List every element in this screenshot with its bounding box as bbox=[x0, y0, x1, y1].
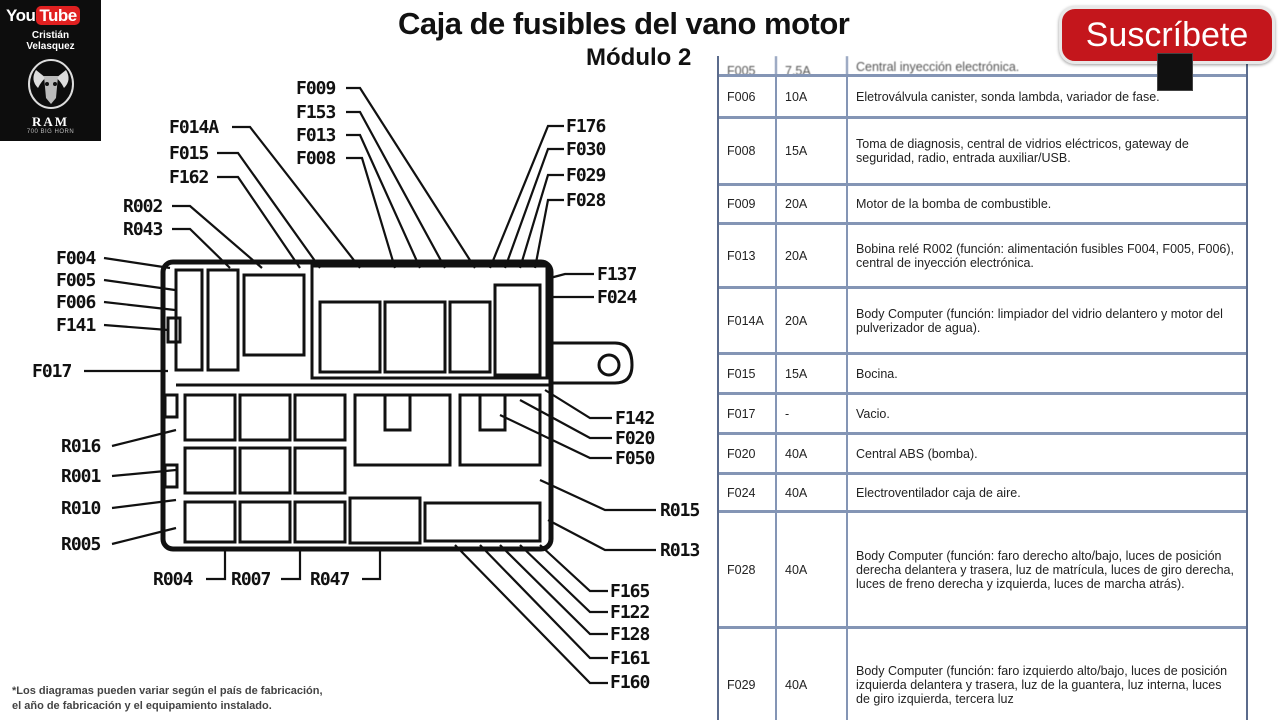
label-f014a: F014A bbox=[169, 117, 219, 138]
fuse-amperage: 20A bbox=[777, 225, 848, 286]
label-f030: F030 bbox=[566, 139, 606, 160]
label-f122: F122 bbox=[610, 602, 650, 623]
label-f050: F050 bbox=[615, 448, 655, 469]
table-row: F008 15A Toma de diagnosis, central de v… bbox=[719, 119, 1246, 186]
ram-head-icon bbox=[1157, 53, 1193, 91]
table-row: F028 40A Body Computer (función: faro de… bbox=[719, 513, 1246, 629]
channel-name: Cristián Velasquez bbox=[26, 30, 75, 52]
label-r004: R004 bbox=[153, 569, 193, 590]
table-row: F017 - Vacio. bbox=[719, 395, 1246, 435]
page-title: Caja de fusibles del vano motor bbox=[398, 6, 850, 41]
fuse-description: Body Computer (función: faro izquierdo a… bbox=[856, 664, 1228, 706]
label-f153: F153 bbox=[296, 102, 336, 123]
fuse-amperage: 40A bbox=[777, 629, 848, 720]
table-row: F029 40A Body Computer (función: faro iz… bbox=[719, 629, 1246, 720]
table-row: F009 20A Motor de la bomba de combustibl… bbox=[719, 186, 1246, 225]
table-row: F024 40A Electroventilador caja de aire. bbox=[719, 475, 1246, 513]
fuse-amperage: 20A bbox=[777, 186, 848, 222]
label-f165: F165 bbox=[610, 581, 650, 602]
label-f020: F020 bbox=[615, 428, 655, 449]
label-f008: F008 bbox=[296, 148, 336, 169]
fuse-code: F015 bbox=[719, 355, 777, 392]
fuse-description: Bocina. bbox=[856, 366, 898, 381]
label-f137: F137 bbox=[597, 264, 637, 285]
fuse-description: Central inyección electrónica. bbox=[856, 60, 1020, 74]
label-f029: F029 bbox=[566, 165, 606, 186]
brand-subtitle: 700 BIG HORN bbox=[26, 129, 75, 135]
fuse-description: Vacio. bbox=[856, 406, 890, 421]
label-f162: F162 bbox=[169, 167, 209, 188]
table-row: F014A 20A Body Computer (función: limpia… bbox=[719, 289, 1246, 355]
table-row: F020 40A Central ABS (bomba). bbox=[719, 435, 1246, 475]
fuse-table: F005 7,5A Central inyección electrónica.… bbox=[717, 56, 1248, 720]
label-f142: F142 bbox=[615, 408, 655, 429]
table-row: F006 10A Eletroválvula canister, sonda l… bbox=[719, 77, 1246, 119]
ram-head-icon bbox=[28, 59, 74, 109]
footnote: *Los diagramas pueden variar según el pa… bbox=[12, 685, 323, 712]
fuse-code: F006 bbox=[719, 77, 777, 116]
label-f015: F015 bbox=[169, 143, 209, 164]
label-r002: R002 bbox=[123, 196, 163, 217]
fuse-code: F008 bbox=[719, 119, 777, 183]
fuse-description: Central ABS (bomba). bbox=[856, 446, 978, 461]
page-subtitle: Módulo 2 bbox=[586, 44, 692, 71]
fuse-amperage: 10A bbox=[777, 77, 848, 116]
fuse-code: F013 bbox=[719, 225, 777, 286]
label-f176: F176 bbox=[566, 116, 606, 137]
table-row: F005 7,5A Central inyección electrónica. bbox=[719, 56, 1246, 77]
fuse-amperage: - bbox=[777, 395, 848, 432]
label-r005: R005 bbox=[61, 534, 101, 555]
label-f128: F128 bbox=[610, 624, 650, 645]
label-r043: R043 bbox=[123, 219, 163, 240]
fuse-amperage: 20A bbox=[777, 289, 848, 352]
table-row: F013 20A Bobina relé R002 (función: alim… bbox=[719, 225, 1246, 289]
label-f141: F141 bbox=[56, 315, 96, 336]
fuse-amperage: 40A bbox=[777, 475, 848, 510]
fuse-code: F029 bbox=[719, 629, 777, 720]
label-f161: F161 bbox=[610, 648, 650, 669]
fuse-amperage: 15A bbox=[777, 355, 848, 392]
label-f009: F009 bbox=[296, 78, 336, 99]
fuse-box-drawing bbox=[84, 86, 656, 685]
label-r001: R001 bbox=[61, 466, 101, 487]
label-f017: F017 bbox=[32, 361, 72, 382]
fuse-description: Body Computer (función: limpiador del vi… bbox=[856, 306, 1223, 335]
label-f013: F013 bbox=[296, 125, 336, 146]
fuse-description: Electroventilador caja de aire. bbox=[856, 485, 1021, 500]
label-r013: R013 bbox=[660, 540, 700, 561]
fuse-description: Toma de diagnosis, central de vidrios el… bbox=[856, 137, 1189, 165]
fuse-code: F024 bbox=[719, 475, 777, 510]
fuse-box-diagram: F009 F153 F013 F008 F014A F015 F162 R002… bbox=[0, 60, 716, 720]
label-r047: R047 bbox=[310, 569, 350, 590]
label-r015: R015 bbox=[660, 500, 700, 521]
label-f006: F006 bbox=[56, 292, 96, 313]
fuse-code: F014A bbox=[719, 289, 777, 352]
fuse-code: F009 bbox=[719, 186, 777, 222]
brand-name: RAM bbox=[31, 114, 70, 129]
fuse-code: F028 bbox=[719, 513, 777, 626]
table-row: F015 15A Bocina. bbox=[719, 355, 1246, 395]
fuse-description: Bobina relé R002 (función: alimentación … bbox=[856, 241, 1234, 270]
fuse-description: Body Computer (función: faro derecho alt… bbox=[856, 548, 1234, 591]
fuse-amperage: 15A bbox=[777, 119, 848, 183]
label-f024: F024 bbox=[597, 287, 637, 308]
fuse-code: F005 bbox=[719, 56, 777, 74]
label-f004: F004 bbox=[56, 248, 96, 269]
label-f005: F005 bbox=[56, 270, 96, 291]
fuse-description: Eletroválvula canister, sonda lambda, va… bbox=[856, 89, 1160, 104]
fuse-amperage: 40A bbox=[777, 513, 848, 626]
label-r007: R007 bbox=[231, 569, 271, 590]
fuse-description: Motor de la bomba de combustible. bbox=[856, 197, 1052, 211]
fuse-amperage: 40A bbox=[777, 435, 848, 472]
fuse-code: F017 bbox=[719, 395, 777, 432]
label-f028: F028 bbox=[566, 190, 606, 211]
fuse-amperage: 7,5A bbox=[777, 56, 848, 74]
fuse-code: F020 bbox=[719, 435, 777, 472]
label-r010: R010 bbox=[61, 498, 101, 519]
label-r016: R016 bbox=[61, 436, 101, 457]
label-f160: F160 bbox=[610, 672, 650, 693]
